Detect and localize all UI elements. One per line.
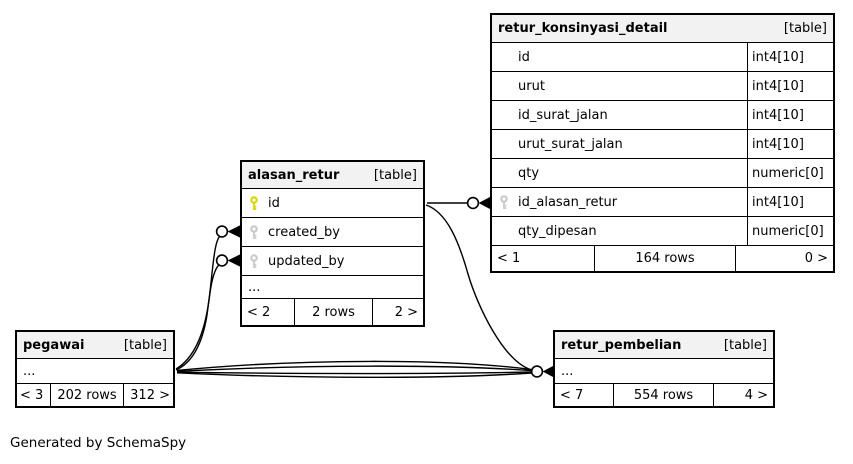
table-type-badge: [table] [723,337,767,353]
table-type-badge: [table] [783,21,827,36]
table-title[interactable]: pegawai [23,337,85,353]
crows-foot-arrow [542,364,556,379]
relationship-curve-pegawai-to-created-by [175,235,221,370]
table-title[interactable]: alasan_retur [248,167,340,183]
table-node-retur-pembelian[interactable]: retur_pembelian [table] ... < 7 554 rows… [553,330,775,408]
parents-count: < 3 [20,387,44,403]
table-header[interactable]: alasan_retur [table] [242,162,423,189]
column-row-created-by: created_by [242,218,423,247]
row-count: 164 rows [594,246,735,271]
table-header[interactable]: retur_konsinyasi_detail [table] [492,15,833,43]
column-type: int4[10] [747,72,833,100]
crows-foot-arrow [478,196,492,210]
column-name: id [268,195,280,211]
table-title[interactable]: retur_pembelian [561,337,682,353]
table-type-badge: [table] [123,337,167,353]
relationship-curve-pegawai-to-pembelian-2 [176,365,532,373]
column-row-updated-by: updated_by [242,247,423,276]
foreign-key-icon [242,224,268,240]
zero-one-circle-endpoint [530,365,544,378]
hidden-columns-ellipsis: ... [242,276,423,299]
table-footer: < 3 202 rows 312 > [17,384,173,406]
foreign-key-icon [242,253,268,269]
column-type: int4[10] [747,188,833,216]
table-footer: < 2 2 rows 2 > [242,299,423,325]
crows-foot-arrow [227,253,242,268]
column-name: qty_dipesan [518,223,597,239]
column-name: updated_by [268,253,345,269]
column-name: id_surat_jalan [518,107,608,123]
zero-one-circle-endpoint [466,196,480,210]
column-row-urut: urut int4[10] [492,72,833,101]
children-count: 4 > [713,384,773,406]
row-count: 554 rows [613,384,713,406]
zero-one-circle-endpoint [215,254,229,267]
column-row-urut-surat-jalan: urut_surat_jalan int4[10] [492,130,833,159]
children-count: 2 > [372,299,423,325]
parents-count: < 1 [497,251,521,266]
table-footer: < 7 554 rows 4 > [555,384,773,406]
column-name: qty [518,165,540,181]
table-node-pegawai[interactable]: pegawai [table] ... < 3 202 rows 312 > [15,330,175,408]
column-name: created_by [268,224,340,240]
relationship-curve-pegawai-to-pembelian-1 [176,360,532,372]
table-header[interactable]: retur_pembelian [table] [555,332,773,359]
table-node-alasan-retur[interactable]: alasan_retur [table] id created_by updat… [240,160,425,327]
table-node-retur-konsinyasi-detail[interactable]: retur_konsinyasi_detail [table] id int4[… [490,13,835,273]
row-count: 202 rows [50,384,123,406]
hidden-columns-ellipsis: ... [555,359,773,384]
relationship-curve-pegawai-to-pembelian-3 [176,371,532,375]
parents-count: < 2 [247,304,271,320]
column-type: int4[10] [747,43,833,71]
children-count: 312 > [123,384,173,406]
zero-one-circle-endpoint [215,225,229,238]
column-type: numeric[0] [747,159,833,187]
column-row-qty: qty numeric[0] [492,159,833,188]
column-name: id_alasan_retur [518,194,618,210]
column-name: id [518,49,530,65]
column-row-id: id int4[10] [492,43,833,72]
table-footer: < 1 164 rows 0 > [492,246,833,271]
primary-key-icon [242,195,268,211]
foreign-key-icon [492,194,518,210]
column-row-qty-dipesan: qty_dipesan numeric[0] [492,217,833,246]
column-row-id: id [242,189,423,218]
hidden-columns-ellipsis: ... [17,359,173,384]
column-row-id-alasan-retur: id_alasan_retur int4[10] [492,188,833,217]
column-type: numeric[0] [747,217,833,245]
column-row-id-surat-jalan: id_surat_jalan int4[10] [492,101,833,130]
relationship-curve-pegawai-to-pembelian-4 [176,372,532,379]
generated-by-note: Generated by SchemaSpy [10,435,187,451]
table-type-badge: [table] [373,167,417,183]
column-name: urut [518,78,545,94]
table-title[interactable]: retur_konsinyasi_detail [498,21,668,36]
relationship-curve-alasan-to-pembelian [425,204,532,371]
crows-foot-arrow [227,224,242,239]
table-header[interactable]: pegawai [table] [17,332,173,359]
relationship-curve-pegawai-to-updated-by [175,264,220,371]
column-type: int4[10] [747,130,833,158]
parents-count: < 7 [560,387,584,403]
column-name: urut_surat_jalan [518,136,623,152]
row-count: 2 rows [294,299,372,325]
children-count: 0 > [735,246,833,271]
column-type: int4[10] [747,101,833,129]
